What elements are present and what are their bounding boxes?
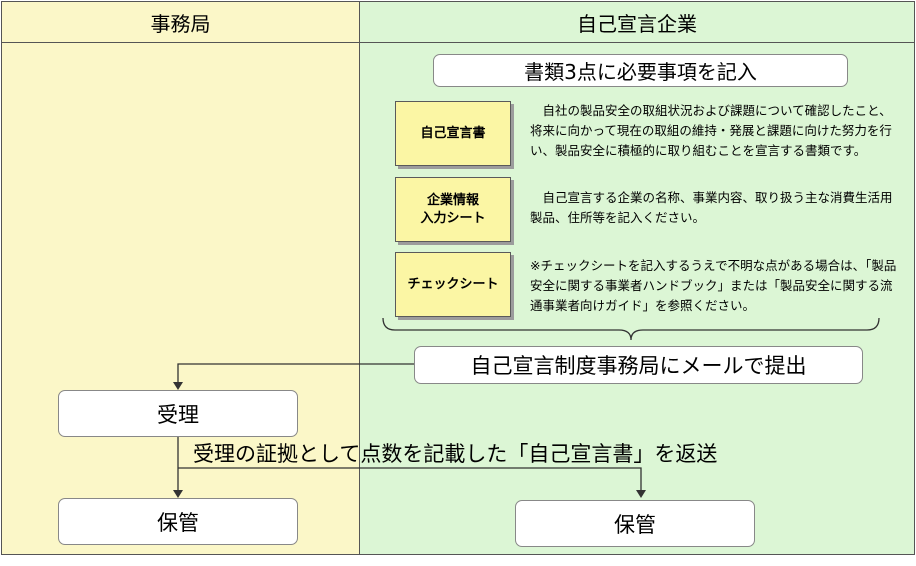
- step-store-secretariat: 保管: [58, 498, 298, 545]
- arrowhead: [173, 490, 183, 498]
- document-self-declaration: 自己宣言書: [395, 101, 511, 166]
- arrowhead: [636, 490, 646, 498]
- step-fill-documents: 書類3点に必要事項を記入: [433, 54, 848, 87]
- group-brace: [382, 317, 880, 341]
- document-self-declaration-desc: 自社の製品安全の取組状況および課題について確認したこと、将来に向かって現在の取組…: [530, 103, 892, 158]
- document-company-info-sheet: 企業情報 入力シート: [395, 177, 511, 242]
- arrow-submit-to-receive: [177, 363, 414, 384]
- arrow-return-to-company: [178, 467, 642, 492]
- lane-title-company: 自己宣言企業: [577, 11, 697, 36]
- return-label: 受理の証拠として点数を記載した「自己宣言書」を返送: [193, 442, 718, 466]
- document-check-sheet: チェックシート: [395, 252, 511, 317]
- lane-header-company: 自己宣言企業: [360, 1, 915, 43]
- lane-secretariat: [1, 43, 360, 555]
- step-receive: 受理: [58, 390, 298, 437]
- document-check-sheet-desc: ※チェックシートを記入するうえで不明な点がある場合は、「製品安全に関する事業者ハ…: [530, 258, 897, 313]
- step-submit-by-email: 自己宣言制度事務局にメールで提出: [414, 346, 863, 384]
- lane-header-secretariat: 事務局: [1, 1, 360, 43]
- step-store-company: 保管: [515, 500, 755, 547]
- lane-title-secretariat: 事務局: [150, 11, 211, 36]
- arrowhead: [173, 382, 183, 390]
- document-company-info-desc: 自己宣言する企業の名称、事業内容、取り扱う主な消費生活用製品、住所等を記入くださ…: [530, 190, 893, 225]
